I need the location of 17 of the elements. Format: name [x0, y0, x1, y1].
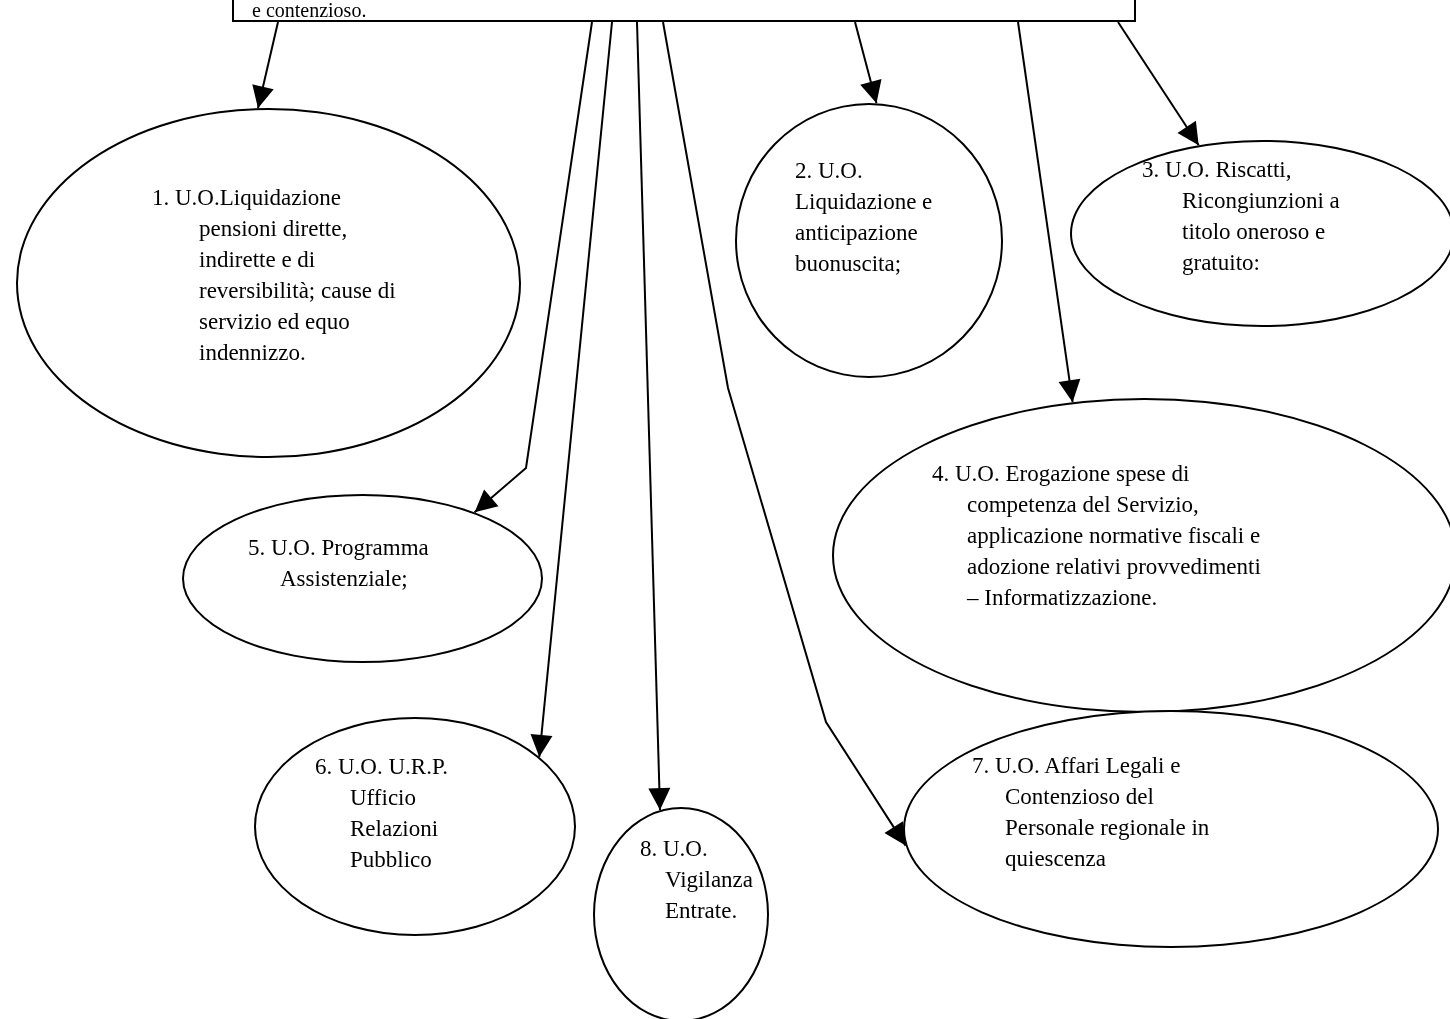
unit-label: 2. U.O. Liquidazione e anticipazione buonuscita;	[795, 157, 934, 278]
header-box	[232, 0, 1136, 22]
arrow	[1017, 21, 1081, 404]
unit-label: 8. U.O. Vigilanza Entrate.	[640, 835, 755, 925]
unit-label: 6. U.O. U.R.P. Ufficio Relazioni Pubblico	[315, 753, 449, 874]
arrow	[530, 21, 613, 758]
arrow	[854, 21, 882, 105]
unit-label: 4. U.O. Erogazione spese di competenza del Servizio, applicazione normative fiscali e adozione relativi provvedimenti – Informatizzazione.	[932, 460, 1262, 612]
unit-label: 7. U.O. Affari Legali e Contenzioso del Personale regionale in quiescenza	[972, 752, 1211, 873]
unit-label: 5. U.O. Programma Assistenziale;	[248, 534, 430, 593]
arrow	[252, 21, 279, 110]
arrow	[1117, 21, 1200, 147]
arrow	[473, 21, 593, 514]
unit-label: 1. U.O.Liquidazione pensioni dirette, indirette e di reversibilità; cause di servizio ed equo indennizzo.	[152, 184, 397, 367]
arrow	[636, 21, 671, 812]
header-text: e contenzioso.	[252, 0, 368, 21]
unit-label: 3. U.O. Riscatti, Ricongiunzioni a titolo oneroso e gratuito:	[1142, 156, 1341, 277]
